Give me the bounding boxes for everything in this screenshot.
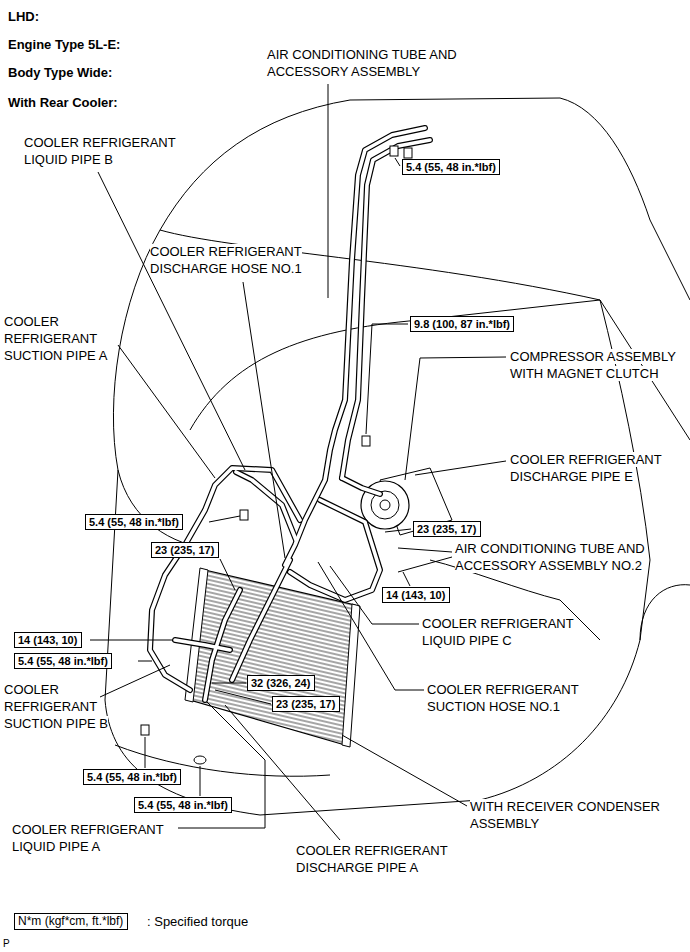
torque-value: 9.8 (100, 87 in.*lbf): [411, 317, 513, 331]
torque-value: 5.4 (55, 48 in.*lbf): [84, 770, 180, 784]
torque-value: 23 (235, 17): [152, 543, 218, 557]
page-mark: P: [3, 938, 10, 949]
legend-text: : Specified torque: [147, 914, 248, 929]
part-name: COMPRESSOR ASSEMBLY WITH MAGNET CLUTCH: [510, 348, 684, 382]
part-name: COOLER REFRIGERANT DISCHARGE HOSE NO.1: [150, 244, 302, 276]
torque-box: 23 (235, 17): [272, 696, 340, 712]
torque-box: 5.4 (55, 48 in.*lbf): [85, 514, 183, 530]
part-name: COOLER REFRIGERANT LIQUID PIPE A: [12, 821, 182, 855]
part-name: COMPRESSOR ASSEMBLY WITH MAGNET CLUTCH: [510, 349, 676, 381]
unit-key-box: N*m (kgf*cm, ft.*lbf): [14, 913, 128, 930]
part-name: COOLER REFRIGERANT SUCTION PIPE B: [4, 682, 108, 731]
section-heading: Body Type Wide:: [8, 65, 112, 80]
part-name: COOLER REFRIGERANT DISCHARGE PIPE E: [510, 452, 662, 484]
torque-value: 14 (143, 10): [383, 588, 449, 602]
torque-value: 32 (326, 24): [248, 676, 314, 690]
leader-lines: [90, 84, 506, 840]
part-name: COOLER REFRIGERANT LIQUID PIPE C: [422, 615, 597, 649]
part-name: COOLER REFRIGERANT DISCHARGE HOSE NO.1: [150, 243, 325, 277]
part-name: COOLER REFRIGERANT SUCTION HOSE NO.1: [427, 682, 579, 714]
torque-box: 23 (235, 17): [151, 542, 219, 558]
part-name: WITH RECEIVER CONDENSER ASSEMBLY: [470, 799, 660, 831]
torque-box: 5.4 (55, 48 in.*lbf): [402, 159, 500, 175]
part-name: COOLER REFRIGERANT SUCTION PIPE A: [4, 314, 107, 363]
part-name: COOLER REFRIGERANT DISCHARGE PIPE A: [296, 842, 471, 876]
legend-text: : Specified torque: [147, 913, 248, 930]
part-name: COOLER REFRIGERANT SUCTION PIPE B: [4, 681, 119, 732]
van-body: [105, 98, 690, 815]
part-name: COOLER REFRIGERANT SUCTION HOSE NO.1: [427, 681, 602, 715]
torque-value: N*m (kgf*cm, ft.*lbf): [15, 914, 127, 929]
torque-value: 5.4 (55, 48 in.*lbf): [135, 798, 231, 812]
part-name: AIR CONDITIONING TUBE AND ACCESSORY ASSE…: [455, 540, 685, 574]
part-name: COOLER REFRIGERANT LIQUID PIPE B: [24, 134, 189, 168]
torque-box: 5.4 (55, 48 in.*lbf): [14, 653, 112, 669]
section-heading: Engine Type 5L-E:: [8, 36, 120, 53]
torque-value: 5.4 (55, 48 in.*lbf): [15, 654, 111, 668]
section-heading: Body Type Wide:: [8, 64, 112, 81]
torque-value: 5.4 (55, 48 in.*lbf): [403, 160, 499, 174]
section-heading: With Rear Cooler:: [8, 94, 118, 111]
part-name: COOLER REFRIGERANT SUCTION PIPE A: [4, 313, 119, 364]
torque-value: 23 (235, 17): [273, 697, 339, 711]
part-name: WITH RECEIVER CONDENSER ASSEMBLY: [470, 798, 670, 832]
torque-box: 5.4 (55, 48 in.*lbf): [83, 769, 181, 785]
section-heading: LHD:: [8, 8, 39, 25]
torque-box: 9.8 (100, 87 in.*lbf): [410, 316, 514, 332]
torque-box: 32 (326, 24): [247, 675, 315, 691]
page-mark: P: [3, 938, 10, 950]
section-heading: LHD:: [8, 9, 39, 24]
torque-box: 23 (235, 17): [413, 521, 481, 537]
part-name: COOLER REFRIGERANT LIQUID PIPE B: [24, 135, 176, 167]
part-name: COOLER REFRIGERANT DISCHARGE PIPE E: [510, 451, 682, 485]
refrigerant-pipes: [150, 128, 430, 700]
torque-box: 14 (143, 10): [14, 632, 82, 648]
part-name: AIR CONDITIONING TUBE AND ACCESSORY ASSE…: [267, 47, 457, 79]
part-name: AIR CONDITIONING TUBE AND ACCESSORY ASSE…: [455, 541, 645, 573]
section-heading: Engine Type 5L-E:: [8, 37, 120, 52]
torque-box: 5.4 (55, 48 in.*lbf): [134, 797, 232, 813]
part-name: COOLER REFRIGERANT DISCHARGE PIPE A: [296, 843, 448, 875]
torque-value: 23 (235, 17): [414, 522, 480, 536]
torque-value: 5.4 (55, 48 in.*lbf): [86, 515, 182, 529]
torque-value: 14 (143, 10): [15, 633, 81, 647]
part-name: COOLER REFRIGERANT LIQUID PIPE C: [422, 616, 574, 648]
part-name: COOLER REFRIGERANT LIQUID PIPE A: [12, 822, 164, 854]
part-name: AIR CONDITIONING TUBE AND ACCESSORY ASSE…: [267, 46, 502, 80]
torque-box: 14 (143, 10): [382, 587, 450, 603]
bolts: [141, 146, 412, 764]
section-heading: With Rear Cooler:: [8, 95, 118, 110]
